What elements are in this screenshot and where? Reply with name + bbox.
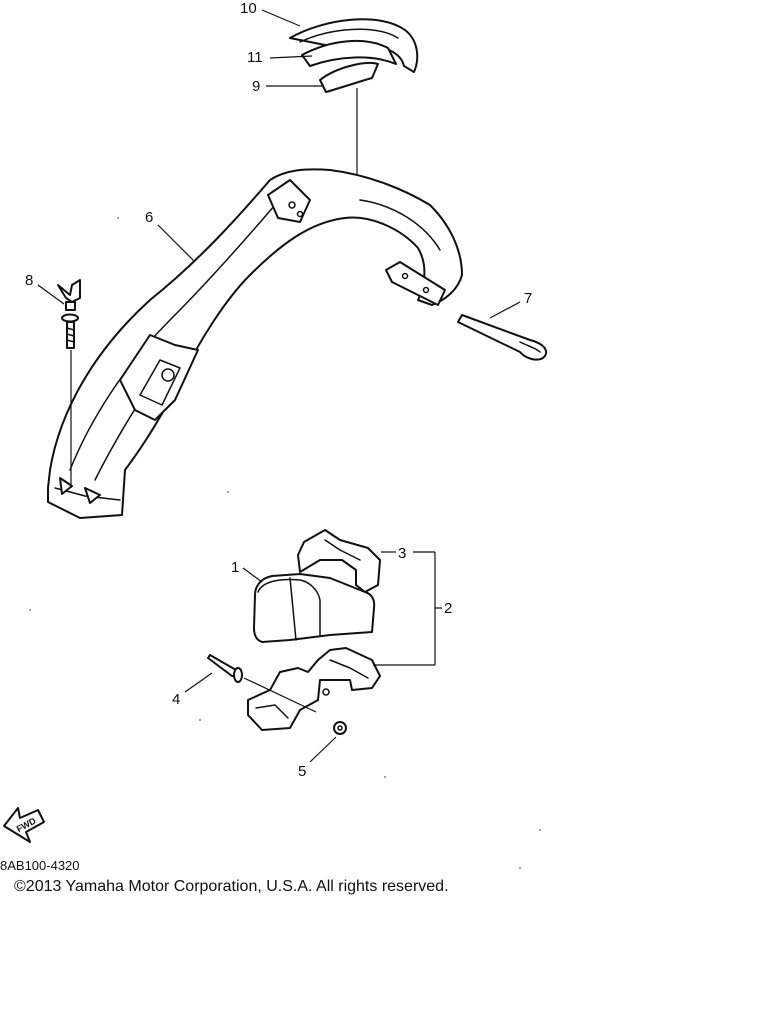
part-8-wing-bolt — [57, 279, 81, 349]
callout-4: 4 — [172, 691, 180, 708]
callout-11: 11 — [247, 49, 263, 66]
callout-7: 7 — [524, 290, 532, 307]
copyright-notice: ©2013 Yamaha Motor Corporation, U.S.A. A… — [14, 878, 449, 895]
part-9-emblem-base — [319, 62, 379, 93]
part-4-screw — [207, 654, 317, 713]
callout-5: 5 — [298, 763, 306, 780]
callout-10: 10 — [240, 0, 257, 17]
callout-3: 3 — [398, 545, 406, 562]
callout-2: 2 — [444, 600, 452, 617]
part-3-top-strap — [297, 529, 381, 593]
callouts: 10 11 9 6 8 7 1 3 2 4 5 — [25, 0, 532, 780]
callout-9: 9 — [252, 78, 260, 95]
callout-6: 6 — [145, 209, 153, 226]
part-2-bottom-cradle — [247, 647, 381, 731]
fwd-arrow-icon: FWD — [3, 807, 45, 843]
callout-1: 1 — [231, 559, 239, 576]
part-1-electrical-box — [253, 573, 376, 643]
leader-lines — [37, 9, 521, 763]
drawing-code: 8AB100-4320 — [0, 858, 80, 873]
part-5-nut — [333, 721, 347, 735]
part-6-rear-fender — [47, 168, 463, 519]
scan-specks — [29, 217, 541, 869]
callout-8: 8 — [25, 272, 33, 289]
part-11-emblem-middle — [301, 39, 397, 67]
part-7-rod — [457, 314, 548, 361]
